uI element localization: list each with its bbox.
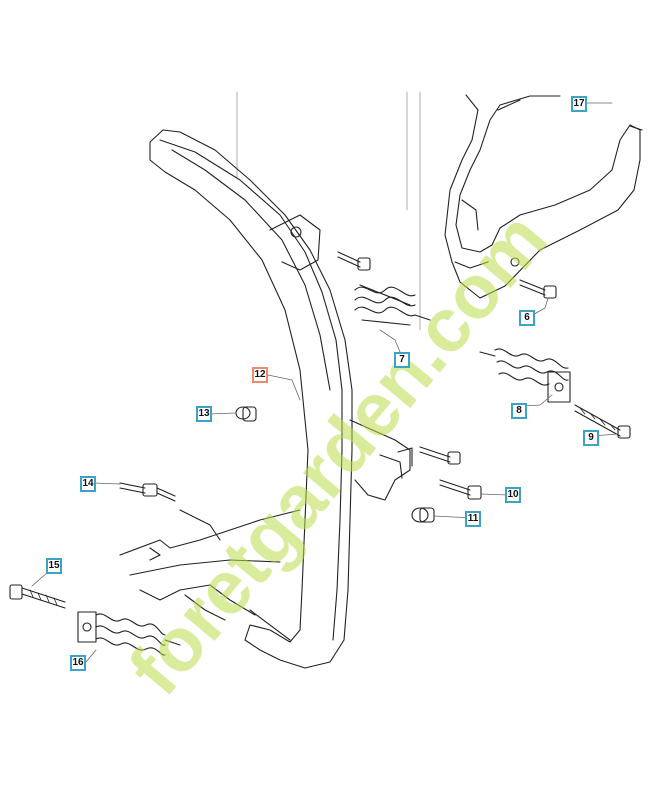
callout-6[interactable]: 6 — [519, 310, 535, 326]
callout-16[interactable]: 16 — [70, 655, 86, 671]
callout-8[interactable]: 8 — [511, 403, 527, 419]
callout-14[interactable]: 14 — [80, 476, 96, 492]
mount-bracket — [349, 419, 413, 501]
bolt-14 — [119, 482, 176, 502]
bolt-9 — [574, 404, 631, 439]
callout-12[interactable]: 12 — [252, 367, 268, 383]
callout-9[interactable]: 9 — [583, 430, 599, 446]
spring-7 — [354, 284, 431, 326]
base-plate — [119, 509, 301, 621]
callout-11[interactable]: 11 — [465, 511, 481, 527]
nut-13 — [235, 406, 257, 422]
callout-7[interactable]: 7 — [394, 352, 410, 368]
bolt-6 — [519, 279, 557, 299]
bolt-middle — [419, 446, 461, 465]
rear-handle-housing — [444, 94, 643, 299]
bolt-15 — [9, 584, 66, 609]
spring-8 — [479, 348, 571, 403]
callout-15[interactable]: 15 — [46, 558, 62, 574]
bolt-10 — [439, 479, 482, 500]
spring-16 — [77, 611, 181, 656]
leader-lines — [31, 102, 619, 663]
callout-17[interactable]: 17 — [571, 96, 587, 112]
callout-10[interactable]: 10 — [505, 487, 521, 503]
front-handlebar — [149, 129, 353, 669]
callout-13[interactable]: 13 — [196, 406, 212, 422]
nut-11 — [411, 507, 435, 523]
bolt-upper — [337, 251, 371, 271]
